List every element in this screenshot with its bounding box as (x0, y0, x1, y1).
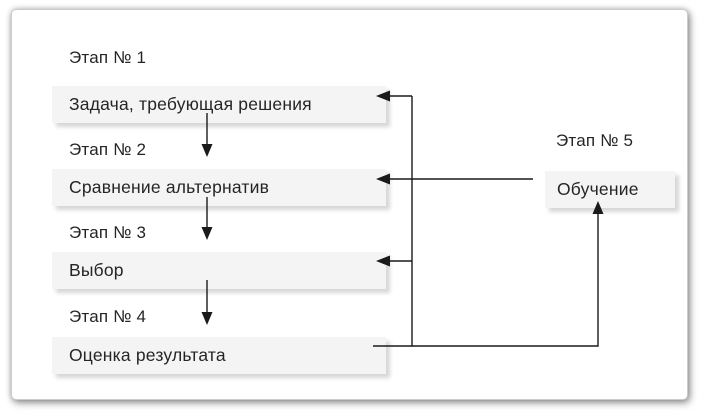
stage-3-label: Этап № 3 (69, 223, 147, 242)
stage-5-label: Этап № 5 (556, 131, 634, 150)
stage-1-label: Этап № 1 (69, 48, 147, 67)
stage-4-box-evaluation: Оценка результата (52, 337, 386, 374)
stage-3-box-choice: Выбор (52, 252, 386, 289)
stage-5-box-learning: Обучение (545, 171, 675, 208)
stage-4-label: Этап № 4 (69, 307, 147, 326)
diagram-card: Этап № 1 Этап № 2 Этап № 3 Этап № 4 Этап… (11, 9, 688, 400)
stage-2-label: Этап № 2 (69, 140, 147, 159)
stage-1-box-task: Задача, требующая решения (52, 86, 386, 123)
stage-2-box-comparison: Сравнение альтернатив (52, 169, 386, 206)
